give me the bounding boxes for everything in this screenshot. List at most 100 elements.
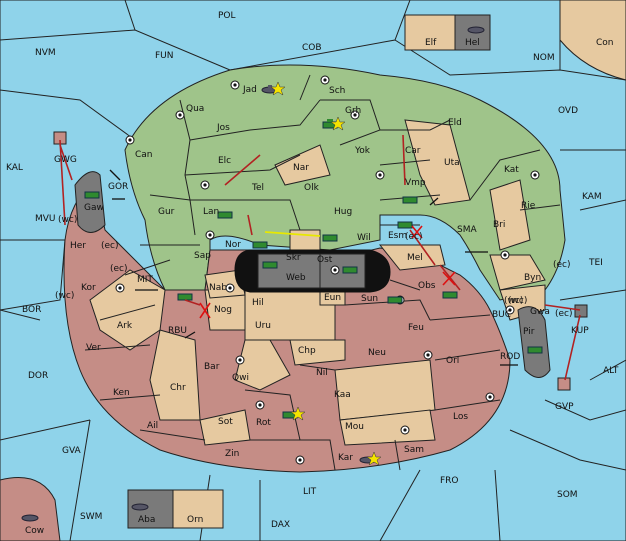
unit-army-nor-icon[interactable] bbox=[252, 241, 268, 249]
star-icon bbox=[330, 116, 346, 131]
label-elf: Elf bbox=[425, 38, 437, 48]
label-ark: Ark bbox=[117, 321, 133, 331]
province-byn[interactable] bbox=[489, 254, 546, 291]
label-cob: COB bbox=[302, 43, 322, 53]
label-alt: ALT bbox=[603, 366, 619, 376]
label-rie: Rie bbox=[521, 201, 536, 211]
label-buc: BUC bbox=[492, 310, 511, 320]
label-elc: Elc bbox=[218, 156, 231, 166]
unit-fleet-hel-icon[interactable] bbox=[467, 26, 485, 34]
support-arrow bbox=[264, 231, 321, 237]
province-qwi[interactable] bbox=[234, 339, 291, 391]
province-orn[interactable] bbox=[172, 489, 224, 529]
label-fun: FUN bbox=[155, 51, 174, 61]
label-dor: DOR bbox=[28, 371, 48, 381]
province-cow[interactable] bbox=[0, 477, 61, 541]
label-tel: Tel bbox=[251, 183, 264, 193]
label-ken: Ken bbox=[113, 388, 130, 398]
province-chp[interactable] bbox=[289, 339, 346, 366]
label-eld: Eld bbox=[448, 118, 462, 128]
province-chr[interactable] bbox=[149, 329, 201, 421]
province-nab[interactable] bbox=[204, 269, 246, 299]
label-dax: DAX bbox=[271, 520, 290, 530]
unit-army-nab-icon[interactable] bbox=[177, 293, 193, 301]
coast-label: (ec) bbox=[110, 264, 128, 274]
unit-army-esm-icon[interactable] bbox=[397, 221, 413, 229]
label-hel: Hel bbox=[465, 38, 480, 48]
label-kal: KAL bbox=[6, 163, 23, 173]
label-gwa: Gwa bbox=[530, 307, 550, 317]
province-kup[interactable] bbox=[574, 304, 588, 318]
unit-army-pir-icon[interactable] bbox=[527, 346, 543, 354]
label-mvu: MVU bbox=[35, 214, 56, 224]
coast-label: (ec) bbox=[101, 241, 119, 251]
label-gwg: GWG bbox=[54, 155, 77, 165]
province-gvp[interactable] bbox=[557, 377, 571, 391]
label-jos: Jos bbox=[216, 123, 230, 133]
adjacency-arrows bbox=[109, 169, 518, 366]
star-icon bbox=[366, 451, 382, 466]
coast-label: (ec) bbox=[555, 309, 573, 319]
label-qua: Qua bbox=[186, 104, 204, 114]
label-gor: GOR bbox=[108, 182, 128, 192]
label-kar: Kar bbox=[338, 453, 353, 463]
label-cow: Cow bbox=[25, 526, 44, 536]
label-orl: Orl bbox=[446, 356, 459, 366]
label-gaw: Gaw bbox=[84, 203, 104, 213]
failed-order-marks bbox=[199, 225, 456, 319]
label-nom: NOM bbox=[533, 53, 555, 63]
label-sma: SMA bbox=[457, 225, 477, 235]
label-byn: Byn bbox=[524, 273, 541, 283]
label-vmp: Vmp bbox=[405, 178, 426, 188]
label-gur: Gur bbox=[158, 207, 175, 217]
province-pir[interactable] bbox=[517, 306, 551, 378]
label-car: Car bbox=[405, 146, 421, 156]
label-kaa: Kaa bbox=[334, 390, 351, 400]
unit-army-sun-icon[interactable] bbox=[387, 296, 403, 304]
label-bor: BOR bbox=[22, 305, 41, 315]
label-yok: Yok bbox=[354, 146, 371, 156]
label-zin: Zin bbox=[225, 449, 239, 459]
label-pol: POL bbox=[218, 11, 236, 21]
label-wil: Wil bbox=[357, 233, 371, 243]
unit-army-tel-icon[interactable] bbox=[217, 211, 233, 219]
label-aba: Aba bbox=[138, 515, 155, 525]
unit-fleet-cow-icon[interactable] bbox=[21, 514, 39, 522]
coast-label: (wc) bbox=[58, 215, 77, 225]
label-feu: Feu bbox=[408, 323, 424, 333]
label-orn: Orn bbox=[187, 515, 203, 525]
label-kat: Kat bbox=[504, 165, 519, 175]
label-qwi: Qwi bbox=[232, 373, 249, 383]
province-nar[interactable] bbox=[274, 144, 331, 186]
province-bri[interactable] bbox=[489, 179, 531, 251]
unit-army-ost-icon[interactable] bbox=[342, 266, 358, 274]
label-rbu: RBU bbox=[168, 326, 187, 336]
unit-army-wil-icon[interactable] bbox=[322, 234, 338, 242]
label-hug: Hug bbox=[334, 207, 352, 217]
label-chp: Chp bbox=[298, 346, 316, 356]
label-her: Her bbox=[70, 241, 86, 251]
star-icon bbox=[270, 81, 286, 96]
province-mou[interactable] bbox=[339, 409, 436, 446]
unit-army-vmp-icon[interactable] bbox=[402, 196, 418, 204]
coast-label: (ec) bbox=[553, 260, 571, 270]
supply-centers bbox=[115, 75, 540, 465]
province-gaw[interactable] bbox=[74, 171, 106, 233]
label-neu: Neu bbox=[368, 348, 386, 358]
star-icon bbox=[290, 406, 306, 421]
unit-army-gaw-icon[interactable] bbox=[84, 191, 100, 199]
label-pir: Pir bbox=[523, 327, 535, 337]
label-nvm: NVM bbox=[35, 48, 56, 58]
label-mel: Mel bbox=[407, 253, 423, 263]
label-skr: Skr bbox=[286, 253, 301, 263]
label-lan: Lan bbox=[203, 207, 219, 217]
label-ver: Ver bbox=[86, 343, 101, 353]
label-tei: TEI bbox=[588, 258, 603, 268]
label-lit: LIT bbox=[303, 487, 317, 497]
unit-army-obs-icon[interactable] bbox=[442, 291, 458, 299]
label-sap: Sap bbox=[194, 251, 211, 261]
unit-army-web-icon[interactable] bbox=[262, 261, 278, 269]
unit-fleet-aba-icon[interactable] bbox=[131, 503, 149, 511]
